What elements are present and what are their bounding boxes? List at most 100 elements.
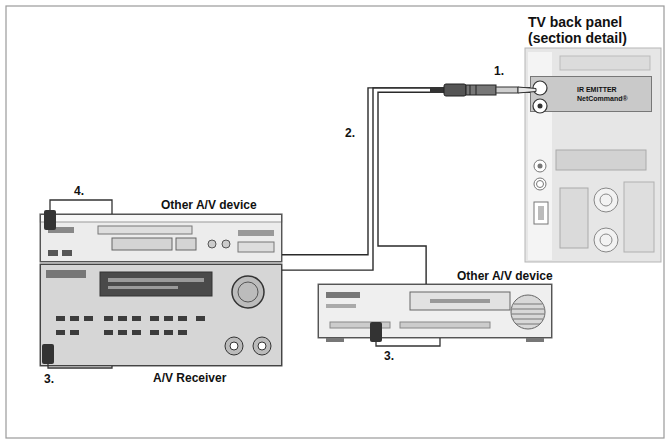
vcr-art <box>326 338 344 342</box>
receiver-art <box>104 330 113 335</box>
receiver-art <box>150 330 159 335</box>
receiver-art <box>46 270 86 278</box>
receiver-art <box>196 316 205 321</box>
av-receiver: A/V Receiver <box>40 264 282 366</box>
tv-panel-art <box>594 188 618 212</box>
dvd-player-art <box>62 250 72 256</box>
receiver-art <box>225 337 243 355</box>
dvd-player-art <box>40 214 282 262</box>
receiver-art <box>164 330 173 335</box>
dvd-player-art <box>176 238 196 250</box>
dvd-player-art <box>48 227 74 233</box>
vcr-art <box>512 314 544 315</box>
vcr-art <box>516 324 540 325</box>
callout-number: 3. <box>384 349 394 363</box>
ir-emitter-port: IR EMITTER NetCommand® <box>530 76 652 112</box>
tv-panel-art <box>624 182 654 252</box>
tv-panel-art <box>560 188 588 248</box>
dvd-player-art <box>238 230 274 236</box>
port-label: IR EMITTER NetCommand® <box>577 85 649 103</box>
receiver-art <box>108 286 178 289</box>
av-device: Other A/V device <box>40 214 282 262</box>
ir-emitter-head <box>48 362 112 368</box>
vcr-art <box>512 304 544 324</box>
device-label: Other A/V device <box>161 198 257 212</box>
tv-panel-art <box>534 160 546 172</box>
ir-plug <box>466 85 496 95</box>
av-device: Other A/V device <box>318 284 552 338</box>
receiver-art <box>108 278 204 282</box>
dvd-player-art <box>40 214 282 222</box>
tv-panel-art <box>600 194 612 206</box>
tv-panel-art <box>534 178 546 190</box>
dvd-player-art <box>238 242 274 252</box>
receiver-art <box>178 316 187 321</box>
tv-panel-art <box>560 56 650 70</box>
ir-plug <box>444 84 466 96</box>
dvd-player-art <box>112 238 172 250</box>
tv-panel-art <box>538 206 544 220</box>
receiver-art <box>40 264 282 366</box>
vcr-art <box>326 304 356 308</box>
vcr-art <box>326 292 360 298</box>
tv-panel-art <box>538 164 543 169</box>
callout-number: 4. <box>74 184 84 198</box>
tv-panel-art <box>556 150 646 170</box>
tv-jack <box>533 99 547 113</box>
tv-panel-art <box>525 48 661 262</box>
receiver-art <box>232 276 264 308</box>
tv-jack <box>533 81 547 95</box>
tv-panel-art <box>534 202 548 224</box>
ir-plug <box>496 87 518 93</box>
ir-emitter-head <box>376 338 440 346</box>
ir-emitter-head <box>370 322 382 342</box>
receiver-art <box>56 316 65 321</box>
device-label: TV back panel (section detail) <box>528 14 656 46</box>
dvd-player-art <box>208 240 216 248</box>
dvd-player-art <box>48 250 58 256</box>
vcr-art <box>318 284 552 338</box>
tv-panel-art <box>525 48 661 262</box>
figure-frame <box>6 6 664 438</box>
dvd-player-art <box>222 240 230 248</box>
vcr-art <box>513 319 543 320</box>
dvd-player-art <box>98 226 192 234</box>
receiver-art <box>230 342 238 350</box>
dvd-player-art <box>40 214 282 262</box>
receiver-art <box>178 330 187 335</box>
receiver-art <box>132 330 141 335</box>
ir-emitter-head <box>42 344 54 364</box>
vcr-art <box>430 299 490 303</box>
ir-plug <box>476 85 477 95</box>
vcr-art <box>514 304 542 305</box>
receiver-art <box>70 330 79 335</box>
emitter-cable <box>282 88 530 270</box>
emitter-cable <box>282 88 530 255</box>
vcr-art <box>330 322 390 328</box>
vcr-art <box>526 338 544 342</box>
ir-plug <box>518 87 536 93</box>
ir-plug <box>430 87 444 93</box>
ir-emitter-head <box>50 200 112 214</box>
ir-plug <box>430 84 536 96</box>
tv-jack <box>538 104 543 109</box>
receiver-art <box>70 316 79 321</box>
receiver-art <box>253 337 271 355</box>
receiver-art <box>164 316 173 321</box>
receiver-art <box>56 330 65 335</box>
callout-number: 2. <box>345 126 355 140</box>
vcr-art <box>400 322 490 328</box>
device-label: A/V Receiver <box>153 371 226 385</box>
tv-back-panel: TV back panel (section detail) IR EMITTER… <box>522 10 662 262</box>
tv-jack <box>533 81 547 113</box>
receiver-art <box>118 330 127 335</box>
ir-plug <box>470 85 471 95</box>
device-label: Other A/V device <box>457 269 553 283</box>
receiver-art <box>132 316 141 321</box>
receiver-art <box>238 282 258 302</box>
tv-panel-art <box>594 228 618 252</box>
vcr-art <box>410 292 510 310</box>
receiver-art <box>100 272 212 296</box>
